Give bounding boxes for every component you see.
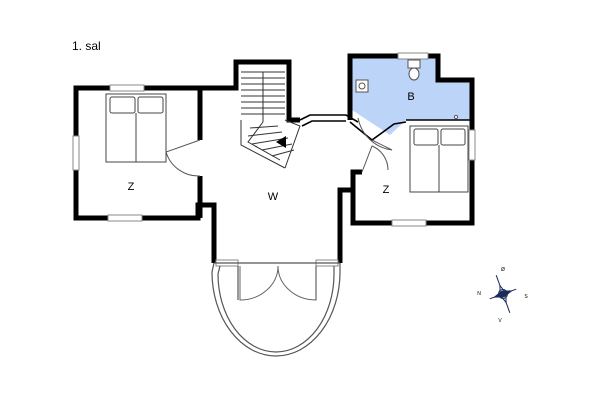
- window-left-bottom: [107, 214, 143, 222]
- bed-left: [105, 93, 167, 163]
- window-right-side: [468, 129, 476, 161]
- window-left-side: [72, 135, 80, 171]
- window-right-bottom: [391, 219, 427, 227]
- bay-doors: [239, 265, 317, 301]
- compass-rose: Ø N S V: [477, 267, 528, 324]
- room-label-bathroom: B: [407, 91, 414, 103]
- bathroom-walls: [347, 53, 475, 122]
- room-label-bedroom-left: Z: [128, 181, 135, 193]
- partitions: [299, 114, 472, 142]
- room-label-bedroom-right: Z: [383, 184, 390, 196]
- bed-right: [409, 125, 469, 193]
- toilet-icon: [407, 59, 421, 69]
- door-left-bedroom: [165, 139, 201, 177]
- window-left-top: [109, 84, 145, 92]
- staircase: [240, 71, 301, 169]
- room-label-living: W: [268, 191, 279, 203]
- compass-south: S: [524, 294, 528, 300]
- compass-west: V: [498, 318, 502, 324]
- bathroom-area: [352, 58, 470, 135]
- compass-east: Ø: [501, 267, 505, 273]
- bath-fixtures: [355, 59, 459, 120]
- right-bedroom-inner-wall: [350, 169, 362, 190]
- right-bedroom-walls: [337, 122, 475, 263]
- door-right-bedroom: [361, 145, 389, 173]
- window-bath-top: [397, 52, 429, 60]
- door-bathroom: [357, 117, 393, 151]
- compass-north: N: [477, 291, 481, 297]
- stair-walls: [200, 59, 300, 123]
- floor-title: 1. sal: [72, 39, 101, 53]
